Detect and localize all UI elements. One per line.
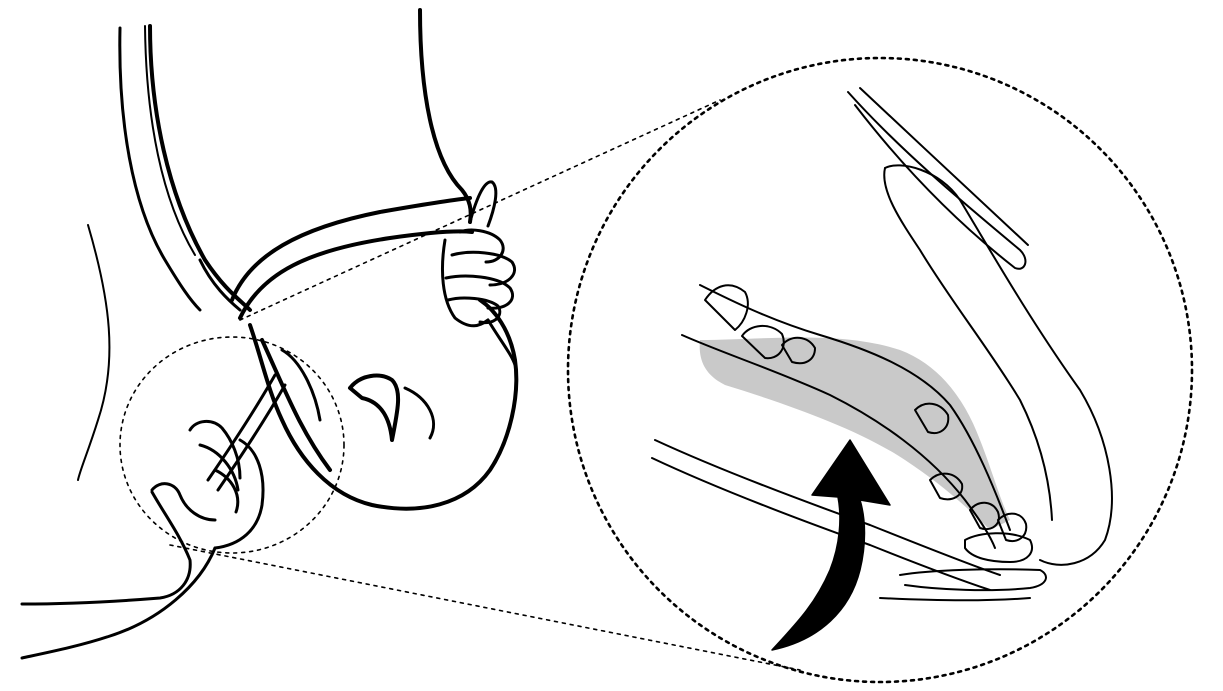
- body-outline: [78, 10, 471, 480]
- pelvis-outline: [250, 300, 516, 509]
- upper-hand: [442, 182, 515, 365]
- magnified-detail-circle: [568, 58, 1192, 682]
- lower-hand: [22, 421, 263, 658]
- left-scene: [22, 10, 516, 658]
